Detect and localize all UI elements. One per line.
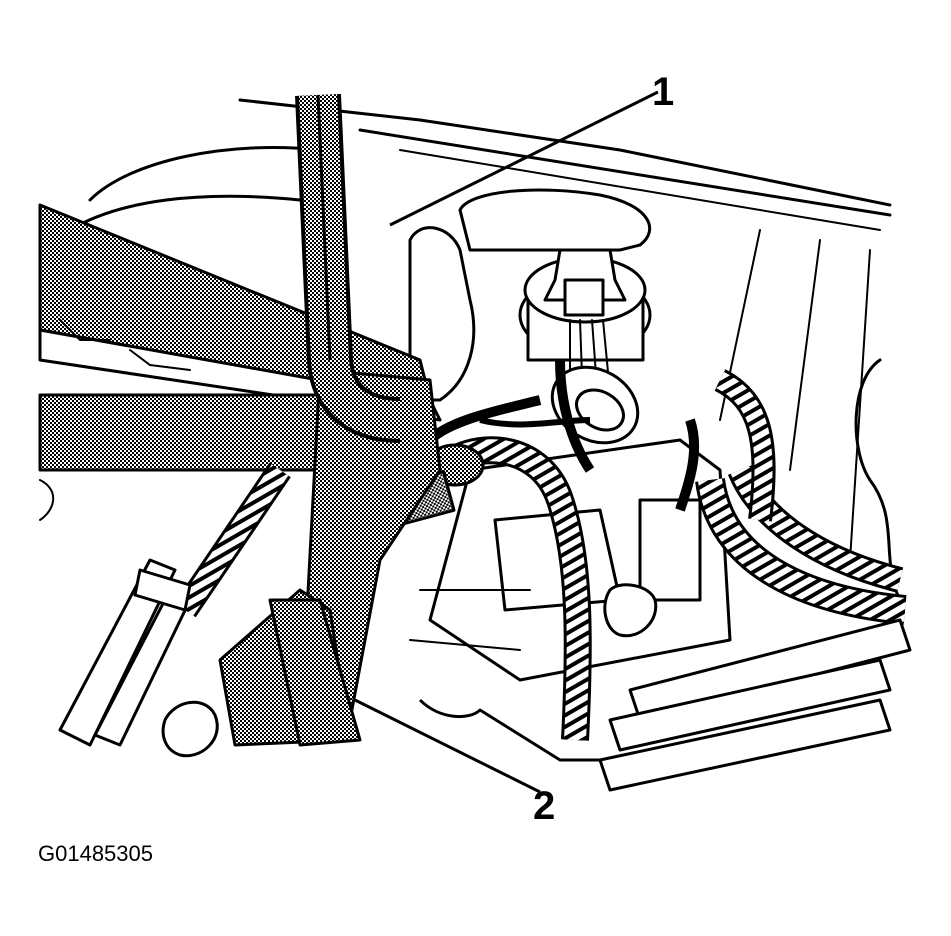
shaded-bracket xyxy=(38,203,442,747)
figure-id-label: G01485305 xyxy=(38,841,153,866)
leader-line-1 xyxy=(389,90,659,227)
reservoir xyxy=(458,188,652,376)
callout-2-label: 2 xyxy=(533,784,556,828)
right-hoses xyxy=(598,369,912,792)
callout-1-label: 1 xyxy=(652,70,675,114)
vertical-conduit xyxy=(295,93,401,443)
leader-line-2 xyxy=(354,698,541,794)
hood-outline xyxy=(68,98,902,602)
left-tubes xyxy=(39,462,291,758)
